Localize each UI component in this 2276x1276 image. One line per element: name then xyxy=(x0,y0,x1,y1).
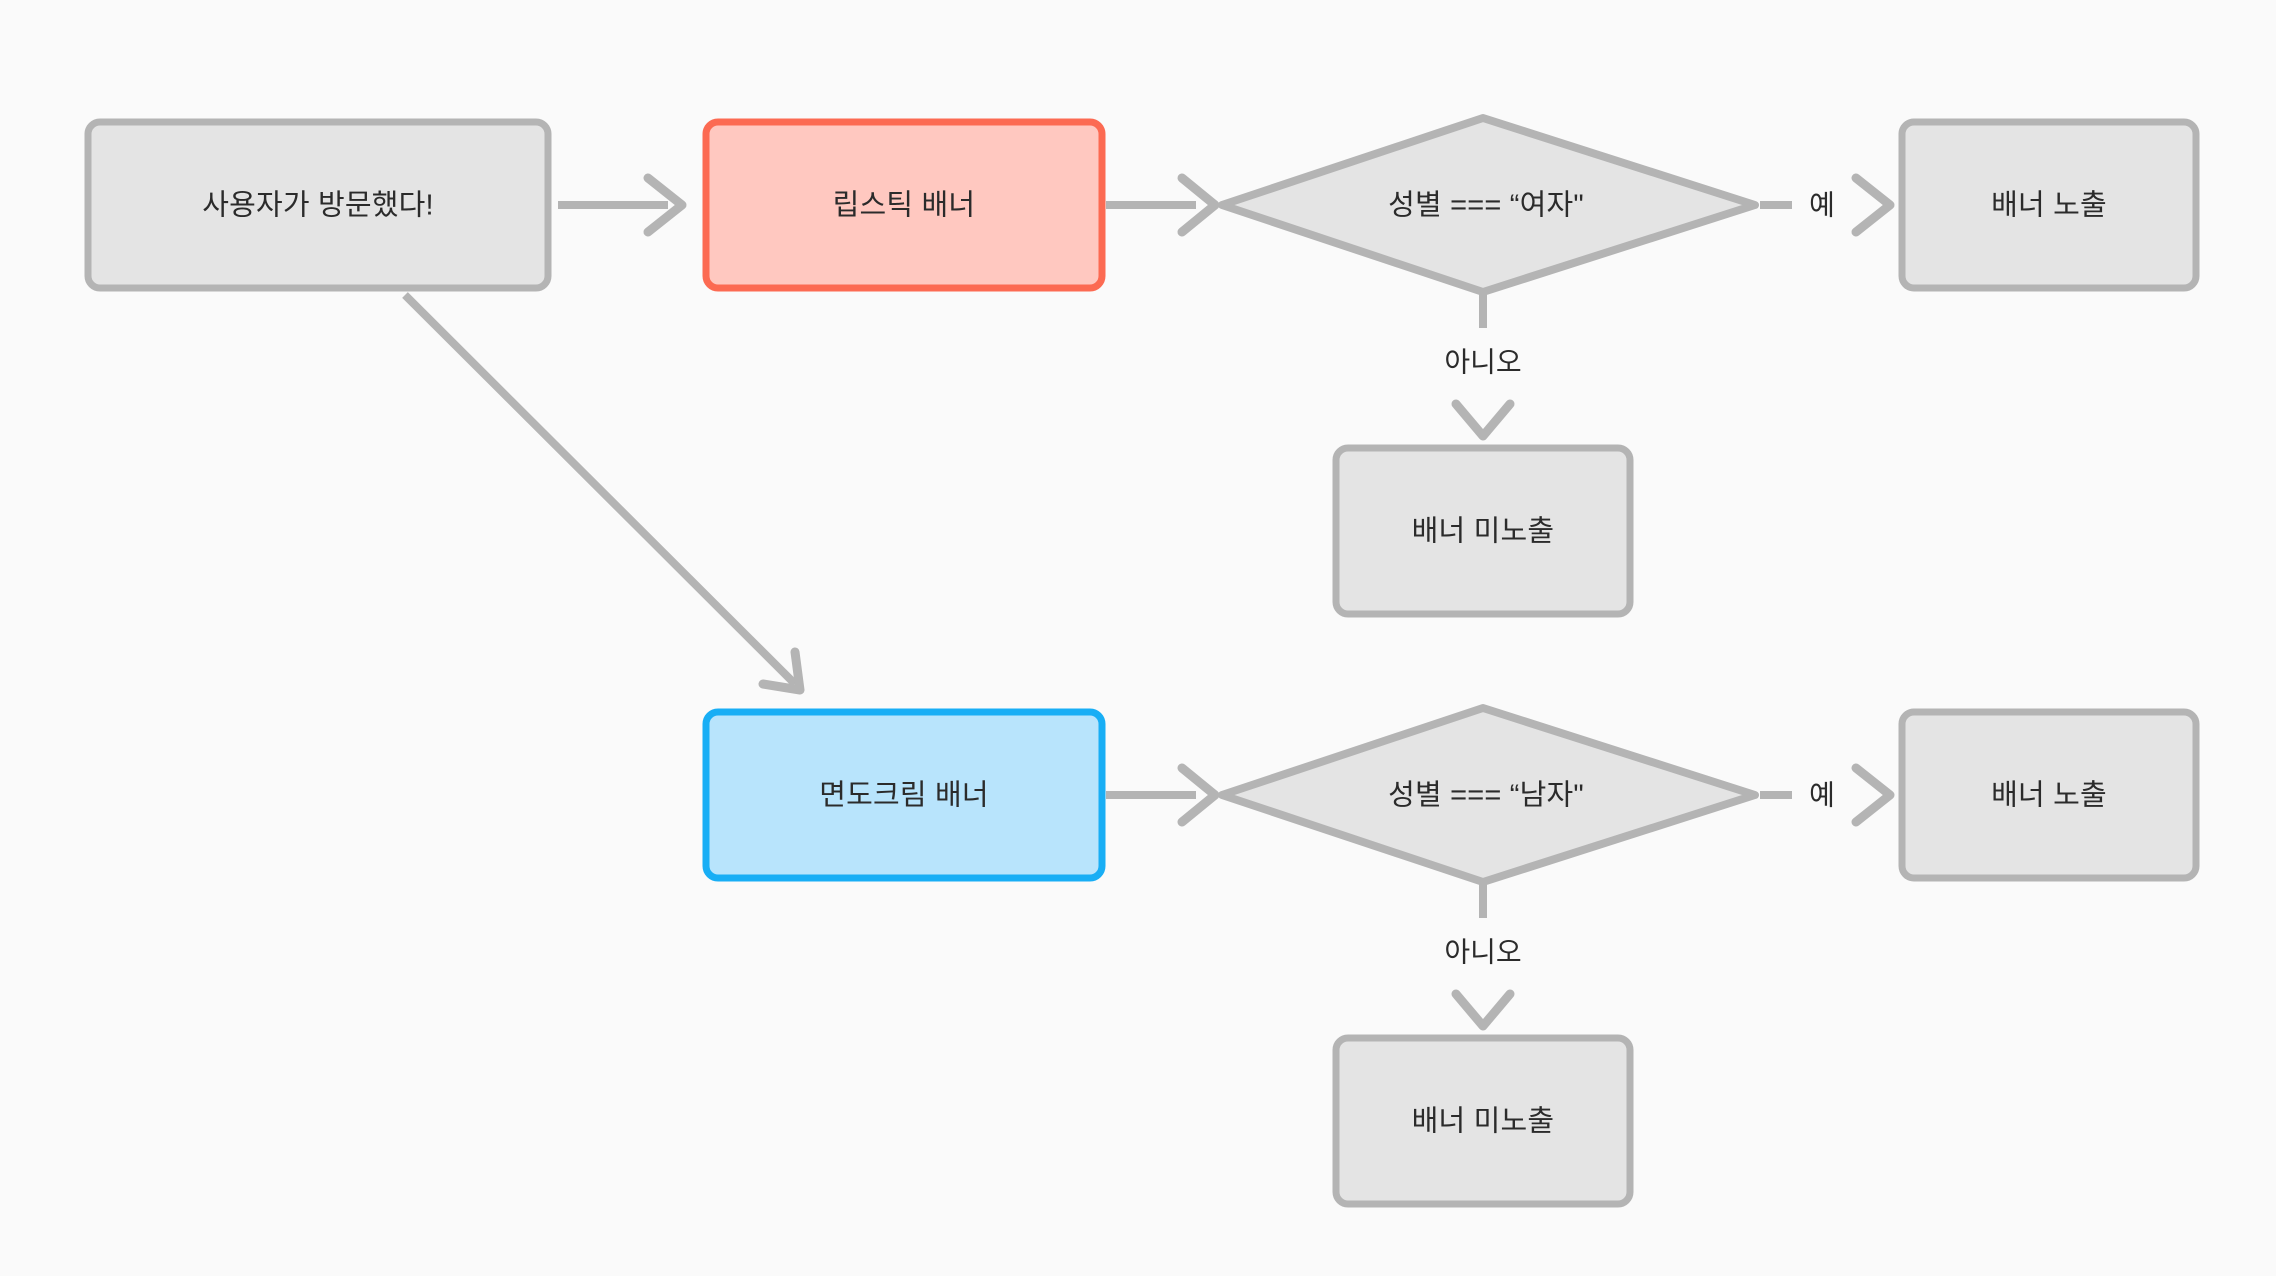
edge-female-no: 아니오 xyxy=(1444,292,1522,441)
edge-start-to-shaving xyxy=(402,292,805,695)
node-decision-female[interactable]: 성별 === “여자" xyxy=(1218,114,1759,296)
node-decision-male-label: 성별 === “남자" xyxy=(1388,780,1584,812)
node-shaving-cream-banner[interactable]: 면도크림 배너 xyxy=(702,708,1106,882)
node-hide-banner-female[interactable]: 배너 미노출 xyxy=(1332,444,1634,618)
node-decision-female-label: 성별 === “여자" xyxy=(1388,190,1584,222)
node-start[interactable]: 사용자가 방문했다! xyxy=(84,118,552,292)
edge-male-no: 아니오 xyxy=(1444,882,1522,1031)
edge-lipstick-to-decision-female xyxy=(1106,173,1220,237)
edge-shaving-to-decision-male xyxy=(1106,763,1220,827)
node-show-banner-female[interactable]: 배너 노출 xyxy=(1898,118,2200,292)
node-show-banner-male[interactable]: 배너 노출 xyxy=(1898,708,2200,882)
node-show-banner-female-label: 배너 노출 xyxy=(1991,189,2107,222)
edge-label-female-yes: 예 xyxy=(1809,189,1835,220)
node-show-banner-male-label: 배너 노출 xyxy=(1991,779,2107,812)
edge-female-yes: 예 xyxy=(1760,173,1895,237)
node-hide-banner-female-label: 배너 미노출 xyxy=(1412,515,1555,548)
edge-label-male-yes: 예 xyxy=(1809,779,1835,810)
edge-male-yes: 예 xyxy=(1760,763,1895,827)
edge-label-female-no: 아니오 xyxy=(1444,346,1521,377)
node-hide-banner-male[interactable]: 배너 미노출 xyxy=(1332,1034,1634,1208)
node-lipstick-banner-label: 립스틱 배너 xyxy=(833,189,976,222)
node-decision-male[interactable]: 성별 === “남자" xyxy=(1218,704,1759,886)
edge-start-to-lipstick xyxy=(558,173,687,237)
node-start-label: 사용자가 방문했다! xyxy=(202,190,434,222)
node-hide-banner-male-label: 배너 미노출 xyxy=(1412,1105,1555,1138)
node-lipstick-banner[interactable]: 립스틱 배너 xyxy=(702,118,1106,292)
node-shaving-cream-banner-label: 면도크림 배너 xyxy=(819,779,989,812)
edge-label-male-no: 아니오 xyxy=(1444,936,1521,967)
